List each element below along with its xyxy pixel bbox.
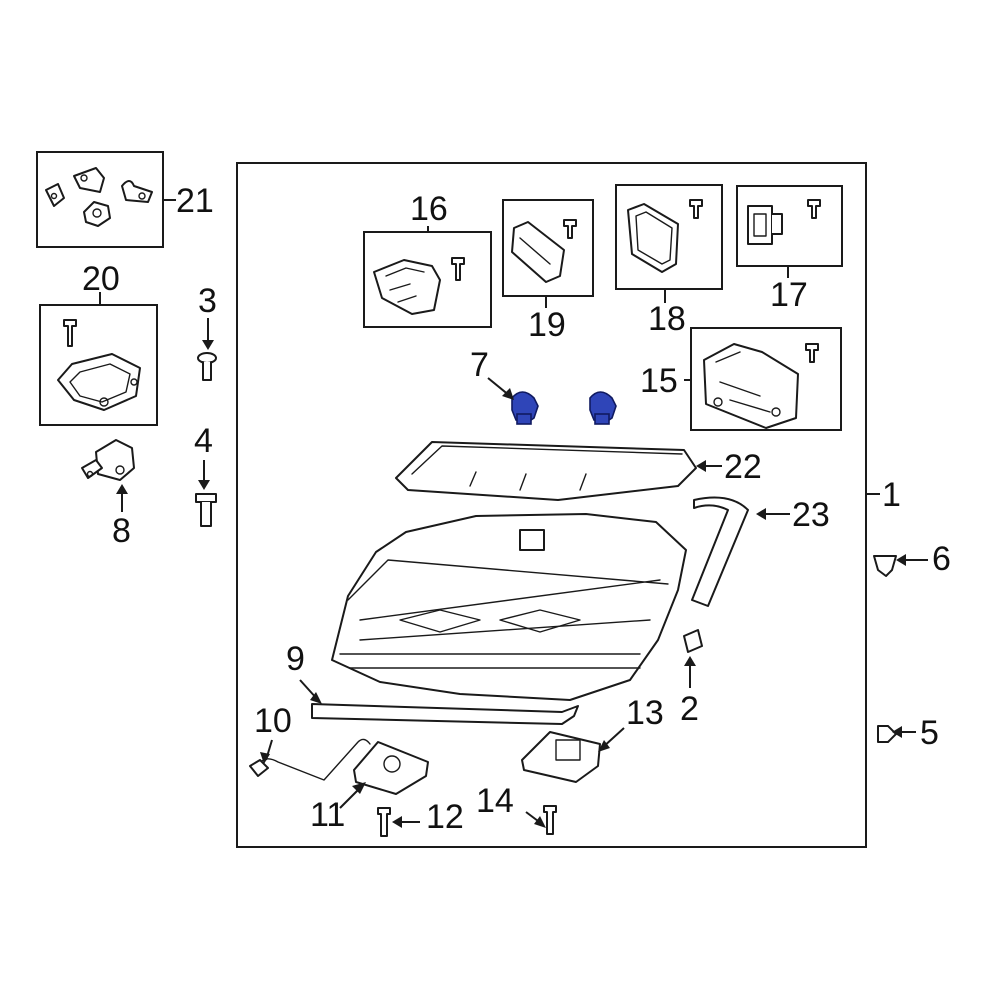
part-1-headlamp-assembly[interactable]	[331, 513, 687, 701]
part-23-side-trim[interactable]	[691, 496, 749, 607]
part-15-control-module-kit[interactable]	[690, 327, 842, 431]
part-7-bulb-right[interactable]	[589, 391, 617, 425]
callout-1: 1	[882, 476, 901, 514]
callout-20: 20	[82, 260, 120, 298]
callout-8: 8	[112, 512, 131, 550]
callout-16: 16	[410, 190, 448, 228]
callout-3: 3	[198, 282, 217, 320]
callout-15: 15	[640, 362, 678, 400]
part-21-bracket-kit[interactable]	[36, 151, 164, 248]
part-4-bolt[interactable]	[195, 493, 217, 527]
part-9-lower-trim[interactable]	[311, 703, 579, 725]
callout-12: 12	[426, 798, 464, 836]
part-3-screw[interactable]	[197, 352, 217, 381]
callout-9: 9	[286, 640, 305, 678]
callout-11: 11	[310, 796, 345, 834]
callout-7: 7	[470, 346, 489, 384]
callout-13: 13	[626, 694, 664, 732]
part-16-ballast-kit[interactable]	[363, 231, 492, 328]
callout-17: 17	[770, 276, 808, 314]
callout-2: 2	[680, 690, 699, 728]
part-20-cover-kit[interactable]	[39, 304, 158, 426]
callout-6: 6	[932, 540, 951, 578]
callout-10: 10	[254, 702, 292, 740]
leader-arrowheads	[116, 340, 906, 828]
part-11-ballast[interactable]	[353, 741, 429, 795]
callout-21: 21	[176, 182, 214, 220]
callout-18: 18	[648, 300, 686, 338]
part-2-clip[interactable]	[683, 629, 703, 653]
callout-labels: 21 20 3 4 8 16 19 18 17 15 7 22 23 1 6 5…	[82, 182, 951, 836]
part-12-screw[interactable]	[377, 807, 391, 837]
part-22-upper-trim[interactable]	[395, 441, 697, 501]
callout-14: 14	[476, 782, 514, 820]
callout-23: 23	[792, 496, 830, 534]
callout-19: 19	[528, 306, 566, 344]
part-14-screw[interactable]	[543, 805, 557, 835]
part-5-rivet[interactable]	[877, 725, 897, 743]
part-7-bulb-left[interactable]	[511, 391, 539, 425]
callout-5: 5	[920, 714, 939, 752]
part-17-bulb-socket-kit[interactable]	[736, 185, 843, 267]
part-18-seal-kit[interactable]	[615, 184, 723, 290]
callout-22: 22	[724, 448, 762, 486]
part-13-ballast-base[interactable]	[521, 731, 601, 783]
part-6-nut[interactable]	[873, 555, 897, 577]
part-8-actuator[interactable]	[81, 439, 135, 481]
part-19-module-kit[interactable]	[502, 199, 594, 297]
callout-4: 4	[194, 422, 213, 460]
